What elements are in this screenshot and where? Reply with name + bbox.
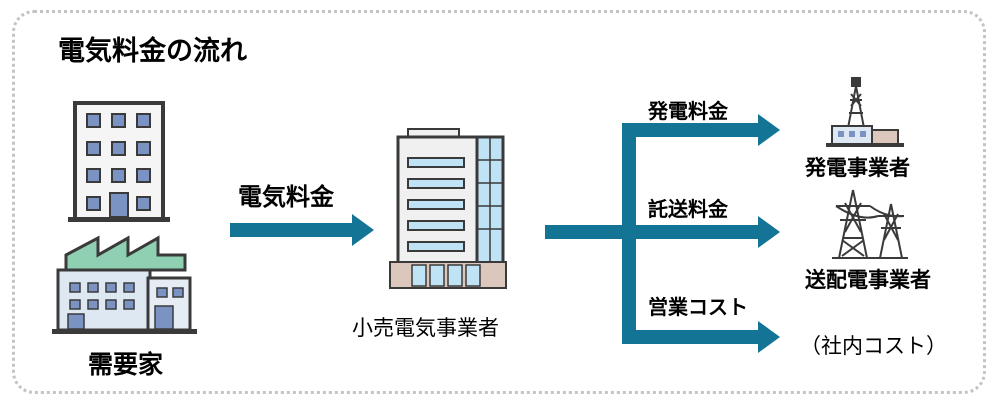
branch-label-generation: 発電料金 — [648, 99, 728, 123]
diagram-frame — [12, 10, 986, 394]
destination-grid-operator: 送配電事業者 — [805, 268, 931, 292]
office-building-icon — [68, 101, 170, 222]
consumer-label: 需要家 — [88, 350, 164, 379]
branch-arrows — [545, 114, 780, 353]
office-tower-icon — [389, 128, 507, 289]
transmission-tower-icon — [832, 189, 908, 259]
branch-label-sales: 営業コスト — [648, 295, 748, 319]
main-flow-label: 電気料金 — [238, 183, 334, 211]
branch-label-transmission: 託送料金 — [648, 197, 728, 221]
factory-icon — [52, 235, 197, 334]
diagram-title: 電気料金の流れ — [58, 36, 247, 67]
main-flow-arrow — [230, 214, 374, 246]
power-plant-icon — [826, 77, 904, 147]
destination-internal-cost: （社内コスト） — [800, 334, 947, 358]
retailer-label: 小売電気事業者 — [352, 316, 499, 340]
destination-generator: 発電事業者 — [805, 156, 910, 180]
